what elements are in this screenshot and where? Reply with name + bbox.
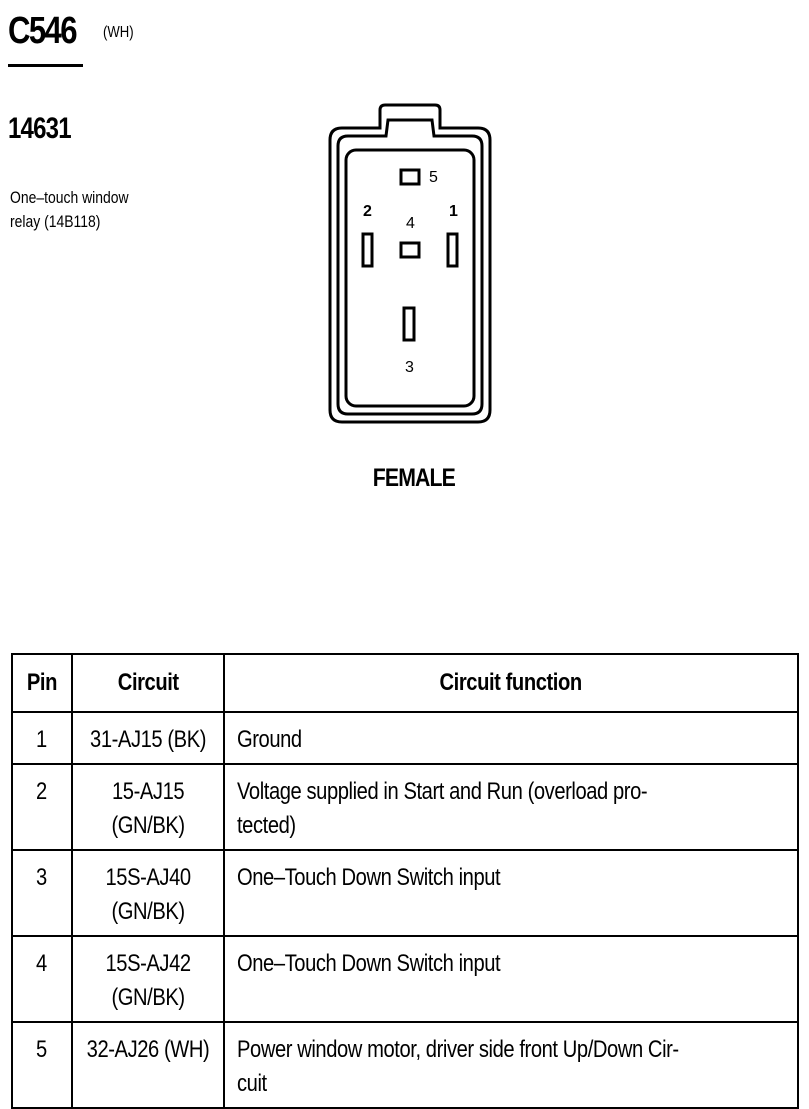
pin-1-slot [446,232,459,268]
table-row: 5 32-AJ26 (WH) Power window motor, drive… [11,1021,799,1109]
connector-id: C546 [8,10,78,52]
connector-inner-shell [336,118,484,416]
cell-function: Voltage supplied in Start and Run (overl… [223,763,799,851]
cell-pin: 2 [11,763,73,851]
cell-circuit: 15S-AJ42 (GN/BK) [70,935,226,1023]
header-pin: Pin [11,653,73,713]
pin-4-slot [399,241,421,259]
pin-2-label: 2 [363,203,372,220]
header-function: Circuit function [223,653,799,713]
table-row: 3 15S-AJ40 (GN/BK) One–Touch Down Switch… [11,849,799,937]
connector-face-diagram: 5 2 4 1 3 [328,103,492,424]
pin-3-slot [402,306,416,342]
cell-function: Ground [223,711,799,765]
pinout-table: Pin Circuit Circuit function 1 31-AJ15 (… [11,653,799,1109]
cell-pin: 3 [11,849,73,937]
cell-pin: 1 [11,711,73,765]
cell-pin: 4 [11,935,73,1023]
table-row: 2 15-AJ15 (GN/BK) Voltage supplied in St… [11,763,799,851]
cell-function: Power window motor, driver side front Up… [223,1021,799,1109]
pin-5-label: 5 [429,169,438,186]
pin-5-slot [399,168,421,186]
header-circuit: Circuit [70,653,226,713]
connector-outer-shell [328,103,492,424]
pin-2-slot [361,232,374,268]
connector-id-underline [8,64,83,67]
cell-function: One–Touch Down Switch input [223,849,799,937]
part-number: 14631 [8,112,72,145]
cell-circuit: 31-AJ15 (BK) [70,711,226,765]
pin-3-label: 3 [405,359,414,376]
component-description: One–touch window relay (14B118) [10,186,129,234]
table-row: 1 31-AJ15 (BK) Ground [11,711,799,765]
cell-circuit: 32-AJ26 (WH) [70,1021,226,1109]
description-line-1: One–touch window [10,188,129,207]
connector-color: (WH) [103,24,134,41]
cell-circuit: 15-AJ15 (GN/BK) [70,763,226,851]
pin-1-label: 1 [449,203,458,220]
connector-gender: FEMALE [372,464,456,492]
pin-4-label: 4 [406,215,415,232]
table-header-row: Pin Circuit Circuit function [11,653,799,713]
cell-function: One–Touch Down Switch input [223,935,799,1023]
description-line-2: relay (14B118) [10,212,101,231]
cell-circuit: 15S-AJ40 (GN/BK) [70,849,226,937]
cell-pin: 5 [11,1021,73,1109]
connector-cavity [344,148,476,408]
table-row: 4 15S-AJ42 (GN/BK) One–Touch Down Switch… [11,935,799,1023]
